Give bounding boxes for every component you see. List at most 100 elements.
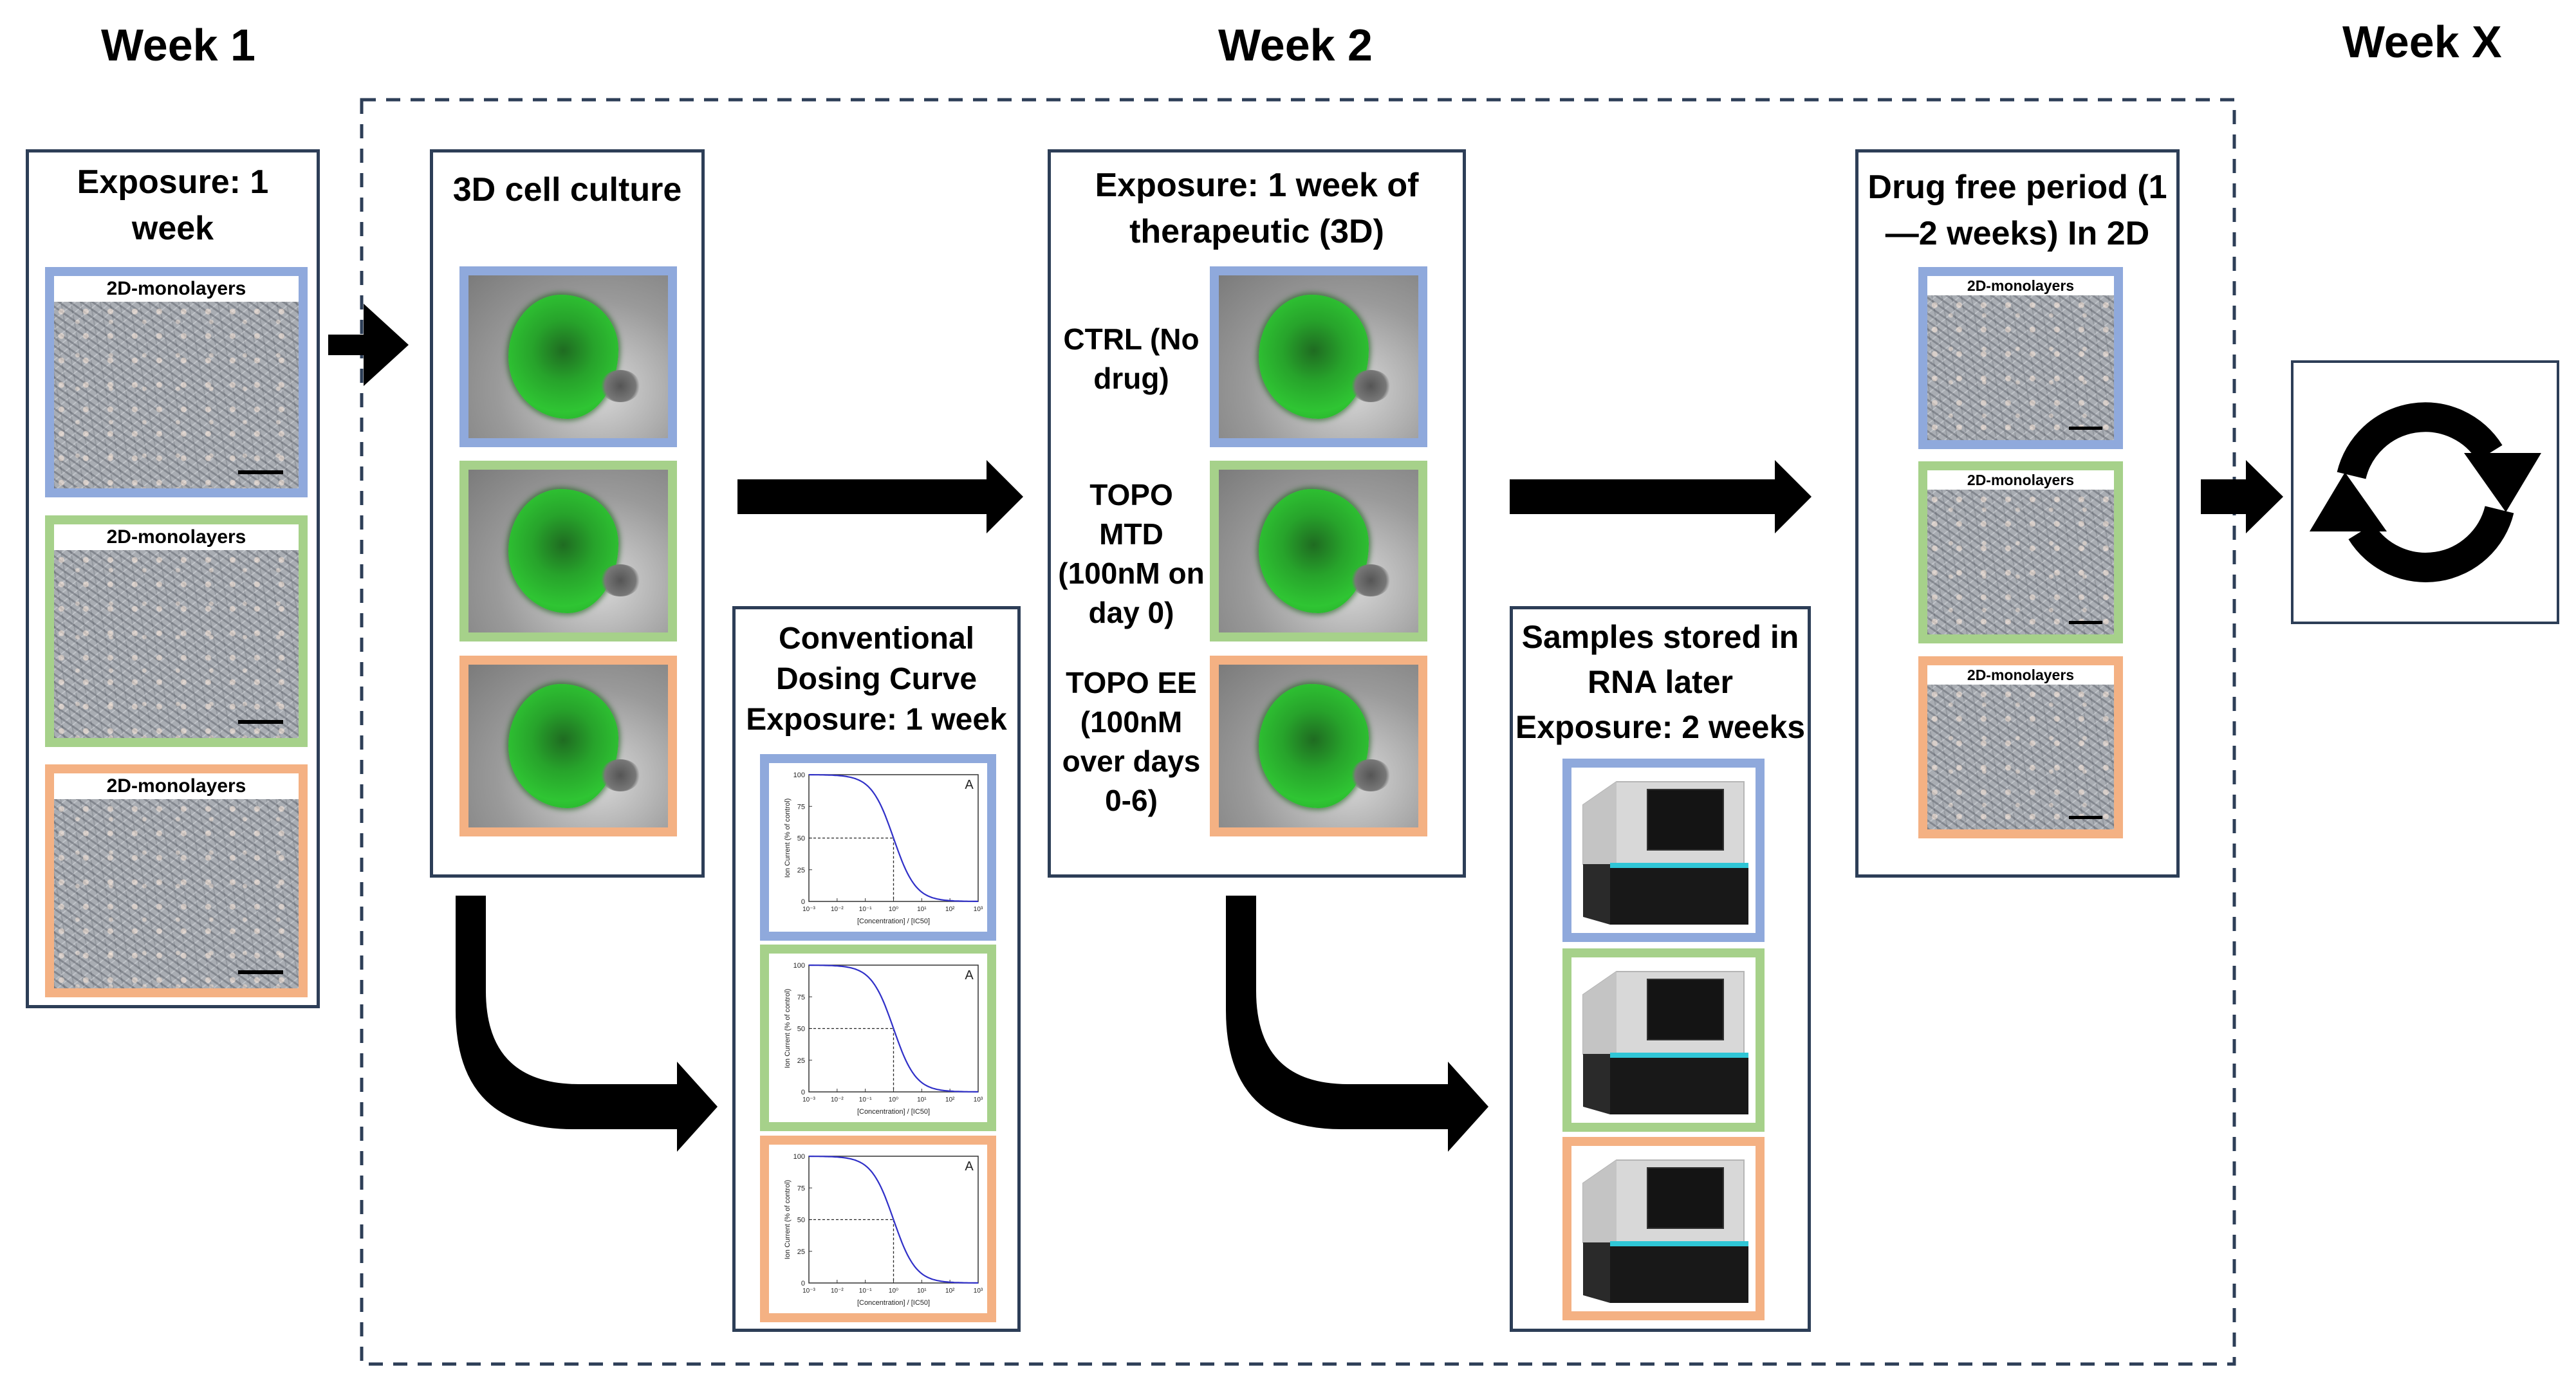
x-tick-label: 10¹ <box>917 906 927 913</box>
tile-label: 2D-monolayers <box>1927 276 2114 295</box>
monolayer-micrograph <box>54 799 299 988</box>
drugfree-monolayer-orange: 2D-monolayers <box>1918 656 2123 838</box>
tile-label: 2D-monolayers <box>54 773 299 799</box>
tile-label: 2D-monolayers <box>1927 470 2114 490</box>
panel-title: 3D cell culture <box>452 171 682 208</box>
spheroid-image <box>468 275 668 438</box>
panel-title: Drug free period (1—2 weeks) In 2D <box>1867 169 2167 252</box>
x-tick-label: 10⁰ <box>889 1287 898 1295</box>
week-x-heading: Week X <box>2342 17 2502 67</box>
x-tick-label: 10⁰ <box>889 906 898 913</box>
seq-front-side <box>1583 864 1610 925</box>
panel-title: Exposure: 1 week <box>77 163 269 247</box>
scale-bar <box>238 970 283 974</box>
arrow-3d-to-exposure <box>737 460 1023 533</box>
spheroid-tile-green <box>459 461 677 641</box>
drugfree-monolayer-blue: 2D-monolayers <box>1918 267 2123 449</box>
panel-therapeutic-exposure: Exposure: 1 week of therapeutic (3D) CTR… <box>1048 149 1466 878</box>
scale-bar <box>2069 427 2102 430</box>
scale-bar <box>238 720 283 724</box>
panel-title: Conventional Dosing Curve Exposure: 1 we… <box>746 622 1007 737</box>
arrow-week1-to-3d <box>328 304 409 386</box>
tile-label: 2D-monolayers <box>1927 665 2114 685</box>
spheroid-image <box>468 470 668 632</box>
week-2-heading: Week 2 <box>1218 20 1373 70</box>
y-tick-label: 50 <box>797 835 805 843</box>
seq-screen <box>1647 979 1724 1040</box>
y-tick-label: 100 <box>793 1153 805 1161</box>
panel-title: Exposure: 1 week of therapeutic (3D) <box>1095 167 1419 250</box>
panel-week1-exposure: Exposure: 1 week 2D-monolayers 2D-monola… <box>26 149 320 1008</box>
tile-label: 2D-monolayers <box>54 276 299 302</box>
seq-front-side <box>1583 1242 1610 1303</box>
y-tick-label: 100 <box>793 771 805 779</box>
monolayer-micrograph <box>1927 295 2114 440</box>
x-tick-label: 10² <box>945 1096 955 1103</box>
spheroid-image <box>1219 665 1418 827</box>
x-tick-label: 10⁻¹ <box>859 1287 872 1295</box>
corner-label: A <box>965 1159 974 1174</box>
plot-background <box>769 1145 987 1313</box>
y-tick-label: 75 <box>797 1185 805 1192</box>
x-axis-label: [Concentration] / [IC50] <box>857 1108 930 1116</box>
spheroid-image <box>1219 275 1418 438</box>
seq-front-panel <box>1610 1058 1748 1114</box>
seq-side-panel <box>1583 972 1617 1054</box>
monolayer-tile-blue: 2D-monolayers <box>45 267 308 497</box>
y-tick-label: 0 <box>801 898 805 906</box>
seq-front-side <box>1583 1054 1610 1114</box>
week-2-boundary <box>360 98 2236 1366</box>
monolayer-micrograph <box>54 302 299 488</box>
seq-side-panel <box>1583 782 1617 864</box>
x-tick-label: 10⁻² <box>831 1287 844 1295</box>
dose-response-line <box>809 1156 978 1284</box>
treatment-mtd-label: TOPO MTD (100nM on day 0) <box>1058 478 1205 629</box>
monolayer-tile-orange: 2D-monolayers <box>45 764 308 997</box>
sequencer-icon <box>1571 768 1756 933</box>
x-tick-label: 10¹ <box>917 1096 927 1103</box>
y-axis-label: Ion Current (% of control) <box>784 989 792 1069</box>
spheroid-tile-blue <box>459 266 677 447</box>
x-tick-label: 10³ <box>974 906 983 913</box>
seq-front-panel <box>1610 1246 1748 1303</box>
x-tick-label: 10¹ <box>917 1287 927 1295</box>
spheroid-image <box>1219 470 1418 632</box>
x-tick-label: 10² <box>945 1287 955 1295</box>
seq-side-panel <box>1583 1160 1617 1242</box>
week-1-heading: Week 1 <box>101 20 255 70</box>
panel-title: Samples stored in RNA later Exposure: 2 … <box>1515 619 1806 745</box>
plot-background <box>769 954 987 1122</box>
drugfree-monolayer-green: 2D-monolayers <box>1918 461 2123 643</box>
y-axis-label: Ion Current (% of control) <box>784 1180 792 1260</box>
sequencer-image <box>1571 957 1756 1123</box>
treated-spheroid-green <box>1210 461 1427 641</box>
x-tick-label: 10³ <box>974 1096 983 1103</box>
sequencer-icon <box>1571 957 1756 1123</box>
arrow-3d-to-dosing <box>456 896 718 1152</box>
monolayer-micrograph <box>54 550 299 738</box>
treatment-ctrl-label: CTRL (No drug) <box>1063 322 1200 395</box>
x-tick-label: 10⁻³ <box>802 1096 815 1103</box>
corner-label: A <box>965 968 974 983</box>
sequencer-tile-blue <box>1562 759 1765 942</box>
seq-light-strip <box>1610 1053 1748 1058</box>
scale-bar <box>2069 816 2102 819</box>
sequencer-image <box>1571 1146 1756 1311</box>
dose-response-line <box>809 964 978 1093</box>
treated-spheroid-orange <box>1210 656 1427 836</box>
x-tick-label: 10⁻¹ <box>859 1096 872 1103</box>
x-tick-label: 10² <box>945 906 955 913</box>
x-tick-label: 10⁻² <box>831 906 844 913</box>
arrow-exposure-to-samples <box>1226 896 1488 1152</box>
seq-front-panel <box>1610 868 1748 925</box>
arrow-drugfree-to-cycle <box>2201 460 2283 533</box>
panel-rna-samples: Samples stored in RNA later Exposure: 2 … <box>1510 606 1811 1332</box>
corner-label: A <box>965 778 974 792</box>
arrow-exposure-to-drugfree <box>1510 460 1812 533</box>
x-tick-label: 10⁻² <box>831 1096 844 1103</box>
sequencer-tile-orange <box>1562 1137 1765 1320</box>
seq-light-strip <box>1610 863 1748 868</box>
